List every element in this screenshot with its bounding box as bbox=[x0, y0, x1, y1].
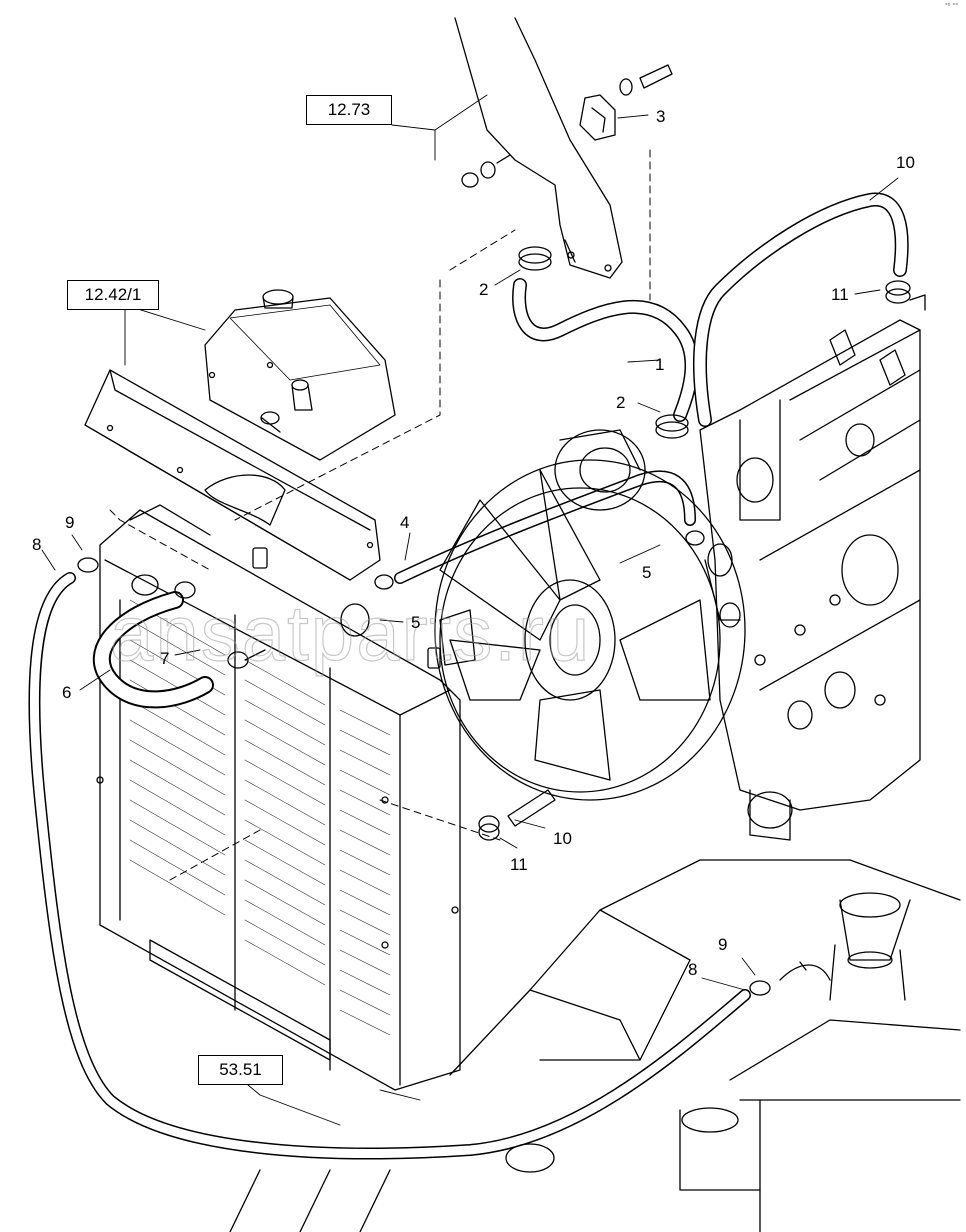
callout-9a: 9 bbox=[65, 513, 74, 532]
hose-4 bbox=[374, 470, 705, 590]
hose-1 bbox=[512, 246, 699, 439]
callout-9b: 9 bbox=[718, 935, 727, 954]
radiator bbox=[96, 504, 461, 1091]
callout-10b: 10 bbox=[553, 829, 572, 848]
callout-4: 4 bbox=[400, 513, 409, 532]
callout-10a: 10 bbox=[896, 153, 915, 172]
hose-8 bbox=[28, 557, 771, 1160]
callout-3: 3 bbox=[656, 107, 665, 126]
callout-8b: 8 bbox=[688, 960, 697, 979]
callout-1: 1 bbox=[655, 355, 664, 374]
shroud-plate bbox=[84, 369, 381, 581]
callout-7: 7 bbox=[160, 649, 169, 668]
hose-6 bbox=[92, 581, 266, 709]
callout-11a: 11 bbox=[831, 285, 849, 304]
alternator bbox=[554, 429, 646, 511]
reference-box-12-42-1[interactable]: 12.42/1 bbox=[67, 280, 159, 310]
engine-block bbox=[699, 319, 921, 841]
callout-5a: 5 bbox=[642, 563, 651, 582]
callout-5b: 5 bbox=[411, 613, 420, 632]
callout-labels: 1 2 2 3 4 5 5 6 7 8 8 9 9 10 10 11 11 bbox=[32, 107, 915, 979]
corner-mark: °⁰ °° bbox=[944, 3, 958, 10]
hose-10-upper bbox=[693, 192, 911, 427]
clip-assembly-3 bbox=[461, 64, 673, 188]
callout-6: 6 bbox=[62, 683, 71, 702]
callout-2a: 2 bbox=[479, 280, 488, 299]
mounting-bracket bbox=[454, 17, 623, 279]
expansion-tank bbox=[204, 289, 396, 461]
pipe-10-lower bbox=[478, 789, 556, 841]
reference-box-12-73[interactable]: 12.73 bbox=[306, 95, 392, 125]
bracket-fragment bbox=[909, 294, 926, 311]
chassis-frame bbox=[229, 859, 961, 1232]
callout-11b: 11 bbox=[510, 855, 528, 874]
watermark: ansatparts.ru bbox=[110, 589, 591, 677]
callout-2b: 2 bbox=[616, 393, 625, 412]
reference-box-53-51[interactable]: 53.51 bbox=[198, 1055, 283, 1085]
cooling-fan bbox=[434, 459, 746, 801]
callout-8a: 8 bbox=[32, 535, 41, 554]
callout-leaders bbox=[41, 94, 899, 1126]
